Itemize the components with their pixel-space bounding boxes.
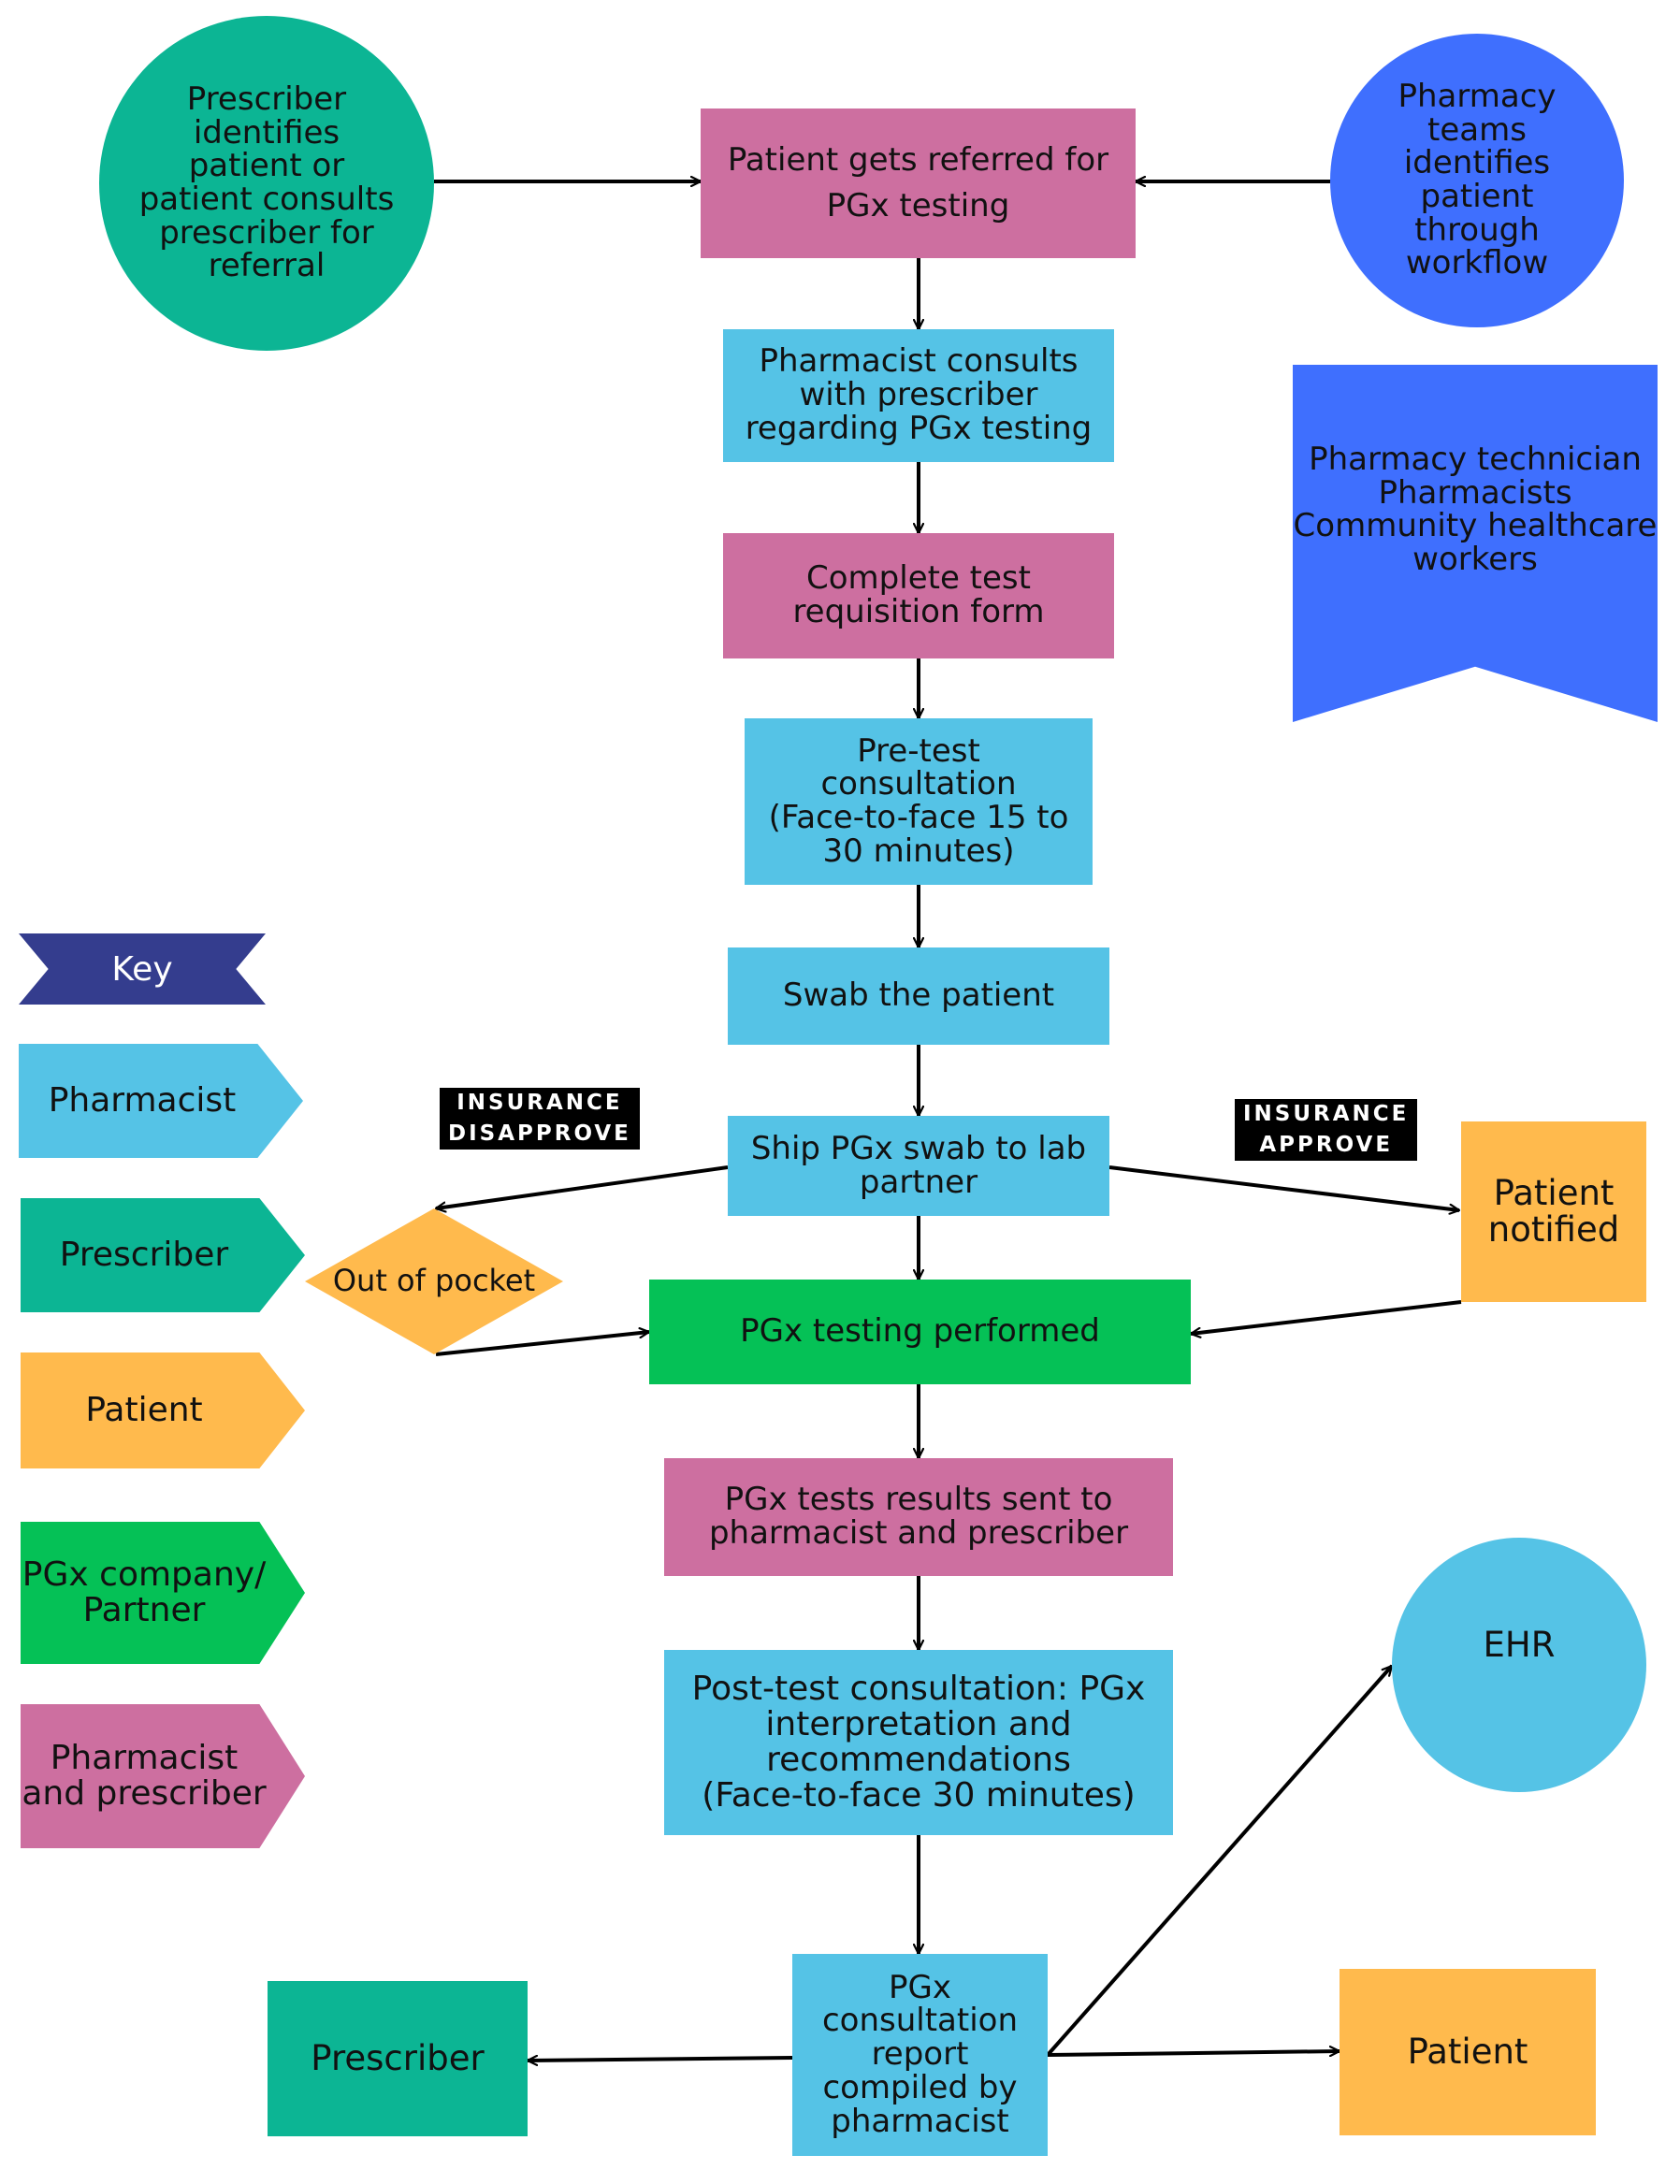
edge-ship-to-out-of-pocket: [436, 1165, 729, 1208]
edge-report-to-ehr: [1046, 1664, 1394, 2057]
key-title: Key: [19, 933, 266, 1005]
insurance-disapprove-label: INSURANCE DISAPPROVE: [440, 1088, 640, 1150]
node-ehr: EHR: [1392, 1538, 1646, 1792]
node-swab-patient: Swab the patient: [728, 947, 1109, 1045]
key-item-pharmacist: Pharmacist: [19, 1044, 303, 1158]
node-consultation-report: PGx consultation report compiled by phar…: [792, 1954, 1048, 2156]
node-referred-for-testing: Patient gets referred for PGx testing: [701, 108, 1136, 258]
edge-report-to-patient: [1047, 2051, 1340, 2055]
node-prescriber-output: Prescriber: [268, 1981, 528, 2136]
edge-out-of-pocket-to-testing: [435, 1332, 649, 1356]
node-testing-performed: PGx testing performed: [649, 1280, 1191, 1384]
node-ship-swab: Ship PGx swab to lab partner: [728, 1116, 1109, 1216]
insurance-approve-label: INSURANCE APPROVE: [1235, 1099, 1418, 1161]
node-pharmacy-teams: Pharmacy teams identifies patient throug…: [1330, 34, 1624, 327]
node-requisition-form: Complete test requisition form: [723, 533, 1114, 658]
key-item-pharmacist-and-prescriber: Pharmacist and prescriber: [21, 1704, 305, 1848]
edge-ship-to-patient-notified: [1108, 1165, 1459, 1210]
key-item-pgx-company: PGx company/ Partner: [21, 1522, 305, 1664]
key-item-prescriber: Prescriber: [21, 1198, 305, 1312]
node-patient-notified: Patient notified: [1461, 1121, 1646, 1302]
roles-banner: Pharmacy technician Pharmacists Communit…: [1293, 365, 1658, 722]
edge-report-to-prescriber: [528, 2058, 793, 2061]
node-prescriber-identifies: Prescriber identifies patient or patient…: [99, 16, 434, 351]
node-pretest-consultation: Pre-test consultation (Face-to-face 15 t…: [745, 718, 1093, 885]
node-posttest-consultation: Post-test consultation: PGx interpretati…: [664, 1650, 1173, 1835]
edge-patient-notified-to-testing: [1191, 1300, 1462, 1334]
key-item-patient: Patient: [21, 1352, 305, 1468]
node-patient-output: Patient: [1340, 1969, 1596, 2135]
node-results-sent: PGx tests results sent to pharmacist and…: [664, 1458, 1173, 1576]
node-pharmacist-consults: Pharmacist consults with prescriber rega…: [723, 329, 1114, 462]
